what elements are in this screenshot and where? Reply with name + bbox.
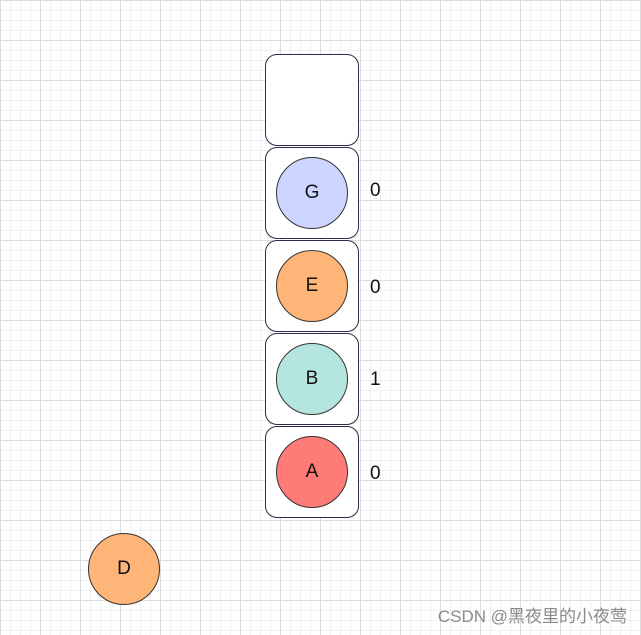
node-b: B [276,343,348,415]
node-d: D [88,533,160,605]
stack-slot-g: G [265,147,359,239]
count-a: 0 [370,463,381,484]
node-a: A [276,436,348,508]
count-b: 1 [370,369,381,390]
watermark: CSDN @黑夜里的小夜莺 [437,607,627,626]
node-g: G [276,157,348,229]
count-g: 0 [370,180,381,201]
stack-slot-b: B [265,333,359,425]
stack-slot-e: E [265,240,359,332]
count-e: 0 [370,277,381,298]
node-e: E [276,250,348,322]
stack-slot-a: A [265,426,359,518]
stack-slot-empty [265,54,359,146]
